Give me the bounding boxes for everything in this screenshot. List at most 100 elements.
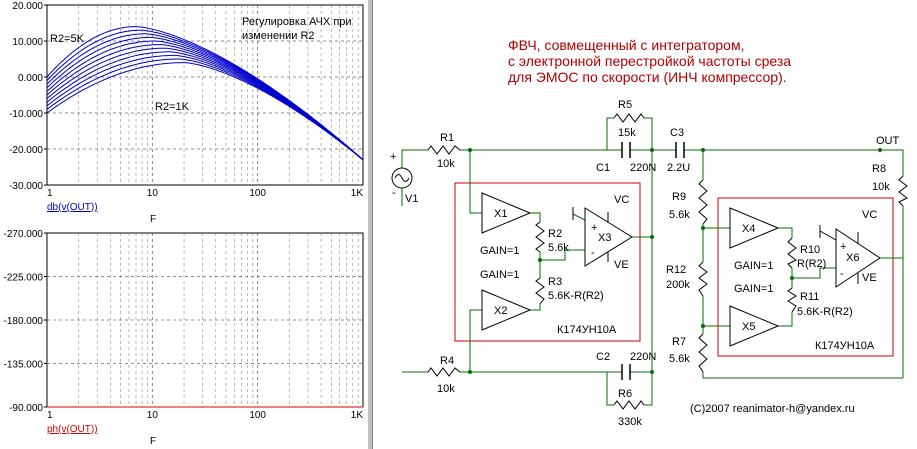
schematic-title-line-1: ФВЧ, совмещенный с интегратором, [508, 37, 744, 53]
label-r11: R11 [800, 291, 819, 303]
resistor-r12 [698, 261, 708, 297]
label-v1-plus: + [390, 151, 396, 163]
amp-x3 [584, 207, 633, 267]
label-c2: C2 [596, 351, 610, 363]
resistor-r3 [535, 277, 545, 305]
label-r3: R3 [548, 276, 562, 288]
value-c2: 220N [630, 351, 656, 363]
label-x3-plus: + [591, 222, 597, 234]
label-r2-min: R2=1K [155, 101, 190, 113]
chip-label-2: К174УН10А [815, 340, 875, 352]
label-r5: R5 [618, 99, 632, 111]
value-r10: R(R2) [797, 258, 826, 270]
resistor-r4 [427, 367, 461, 377]
value-r3: 5.6K-R(R2) [548, 290, 604, 302]
schematic: ФВЧ, совмещенный с интегратором, с элект… [390, 37, 908, 428]
label-x1: X1 [494, 208, 507, 220]
mag-x-tick-label: 1K [351, 188, 364, 199]
phase-y-tick-label: -90.000 [9, 403, 43, 414]
label-vc-1: VC [614, 194, 629, 206]
wires [401, 117, 904, 406]
resistor-r7 [698, 333, 708, 373]
amp-x6 [835, 228, 881, 288]
value-r11: 5.6K-R(R2) [797, 306, 853, 318]
phase-plot: -90.000-135.000-180.000-225.000-270.000 … [4, 229, 364, 447]
label-r2: R2 [548, 228, 562, 240]
label-x2: X2 [494, 305, 507, 317]
out-node [878, 148, 882, 152]
mag-y-tick-label: 10.000 [12, 37, 43, 48]
value-r5: 15k [618, 127, 636, 139]
resistor-r2 [535, 221, 545, 253]
mag-y-tick-label: -30.000 [9, 181, 43, 192]
phase-x-tick-label: 1K [351, 410, 364, 421]
gain-x1: GAIN=1 [480, 245, 519, 257]
label-x3-minus: - [591, 247, 595, 259]
mag-series-11 [46, 62, 364, 161]
label-ve-2: VE [862, 272, 877, 284]
label-r9: R9 [672, 191, 686, 203]
resistor-r11 [787, 287, 797, 313]
amp-x2 [481, 289, 532, 331]
label-x5: X5 [742, 321, 755, 333]
mag-y-tick-label: -20.000 [9, 145, 43, 156]
label-out: OUT [876, 135, 900, 147]
label-x3: X3 [598, 232, 611, 244]
chip-box-2 [717, 197, 894, 357]
label-x6-plus: + [840, 241, 846, 253]
schematic-title-line-2: с электронной перестройкой частоты среза [508, 53, 791, 69]
label-c3: C3 [670, 127, 684, 139]
gain-x4: GAIN=1 [734, 260, 773, 272]
gain-x2: GAIN=1 [480, 269, 519, 281]
value-r9: 5.6k [669, 209, 690, 221]
copyright: (C)2007 reanimator-h@yandex.ru [690, 403, 855, 415]
gain-x5: GAIN=1 [734, 283, 773, 295]
value-c3: 2.2U [667, 162, 690, 174]
label-vc-2: VC [862, 209, 877, 221]
label-r12: R12 [666, 264, 686, 276]
window-divider[interactable] [368, 0, 372, 449]
value-r8: 10k [872, 181, 890, 193]
label-r8: R8 [872, 163, 886, 175]
annotation-title: Регулировка АЧХ при [242, 16, 352, 28]
annotation-title-2: изменении R2 [242, 30, 315, 42]
x-axis-label-top: F [150, 214, 156, 225]
amp-x5 [729, 305, 780, 347]
amp-x4 [729, 207, 780, 249]
phase-x-tick-label: 100 [249, 410, 266, 421]
value-r2: 5.6k [548, 242, 569, 254]
mag-x-tick-label: 100 [249, 188, 266, 199]
resistor-r5 [613, 113, 645, 123]
schematic-title-line-3: для ЭМОС по скорости (ИНЧ компрессор). [508, 69, 787, 85]
resistor-r6 [613, 400, 645, 410]
resistor-r9 [698, 179, 708, 225]
value-r1: 10k [437, 158, 455, 170]
voltage-source-v1 [391, 167, 413, 189]
resistor-r8 [898, 175, 908, 207]
value-r4: 10k [437, 383, 455, 395]
amplifiers [481, 192, 881, 347]
amp-x1 [481, 192, 532, 234]
label-r7: R7 [672, 336, 686, 348]
label-v1-minus: - [392, 187, 396, 199]
value-r7: 5.6k [669, 353, 690, 365]
label-r10: R10 [800, 244, 820, 256]
mag-y-tick-label: 0.000 [18, 73, 43, 84]
resistors [427, 113, 908, 410]
value-c1: 220N [630, 162, 656, 174]
phase-y-tick-label: -180.000 [4, 316, 44, 327]
label-ve-1: VE [614, 259, 629, 271]
label-r6: R6 [618, 388, 632, 400]
label-c1: C1 [596, 162, 610, 174]
label-r2-max: R2=5K [50, 33, 85, 45]
trace-label-ph[interactable]: ph(v(OUT)) [47, 424, 98, 435]
phase-y-tick-label: -225.000 [4, 273, 44, 284]
label-r4: R4 [440, 355, 454, 367]
label-r1: R1 [440, 132, 454, 144]
mag-y-tick-label: 20.000 [12, 1, 43, 12]
mag-x-tick-label: 10 [147, 188, 159, 199]
x-axis-label-bottom: F [150, 436, 156, 447]
trace-label-db[interactable]: db(v(OUT)) [47, 202, 98, 213]
